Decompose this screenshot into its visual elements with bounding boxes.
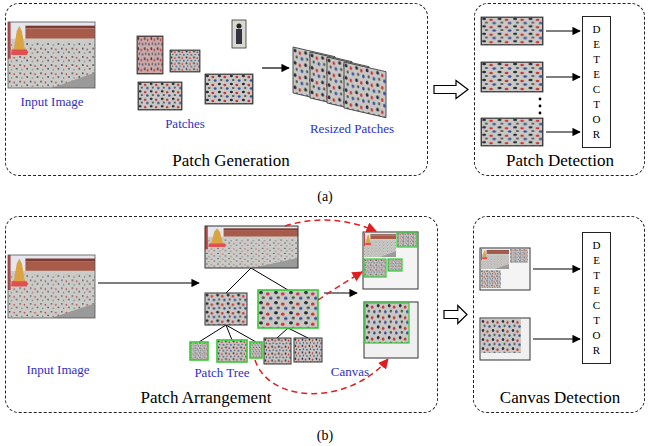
- detector-box: DETECTOR: [582, 232, 611, 364]
- image-caption: Input Image: [20, 94, 83, 109]
- input-image: [8, 22, 95, 88]
- ellipsis: [539, 98, 542, 115]
- panel-title: Patch Generation: [172, 151, 290, 171]
- arrows: [533, 269, 580, 339]
- patches: [137, 20, 253, 110]
- arrow: [262, 67, 289, 68]
- resized-patches: [293, 47, 386, 118]
- stage-panel: Patch Detection DETECTOR: [474, 3, 645, 176]
- panel-title: Patch Arrangement: [141, 388, 272, 408]
- stage-panel: Patch Arrangement: [5, 216, 438, 413]
- stage-panel: Canvas Detection DETECTOR: [473, 216, 645, 413]
- stage-panel: Patch Generation: [5, 3, 428, 176]
- patch-tree: [190, 226, 322, 364]
- image-caption: Canvas: [331, 364, 369, 379]
- canvas-inputs: [480, 248, 530, 360]
- subfigure-label: (a): [317, 189, 333, 204]
- canvases: [363, 232, 418, 358]
- double-arrow: [444, 306, 467, 324]
- patch-inputs: [481, 17, 543, 146]
- placement-arrows: [255, 220, 388, 394]
- subfigure-label: (b): [317, 428, 333, 443]
- detector-label: DETECTOR: [591, 22, 602, 142]
- detector-label: DETECTOR: [591, 238, 602, 358]
- double-arrow: [434, 81, 468, 99]
- detector-box: DETECTOR: [582, 16, 611, 148]
- image-caption: Patch Tree: [194, 365, 249, 380]
- arrow: [98, 282, 199, 283]
- arrows: [546, 31, 580, 132]
- image-caption: Resized Patches: [310, 121, 394, 136]
- panel-title: Canvas Detection: [500, 388, 620, 408]
- image-caption: Input Image: [26, 362, 89, 377]
- panel-title: Patch Detection: [506, 151, 614, 171]
- image-caption: Patches: [165, 116, 205, 131]
- input-image: [8, 255, 95, 318]
